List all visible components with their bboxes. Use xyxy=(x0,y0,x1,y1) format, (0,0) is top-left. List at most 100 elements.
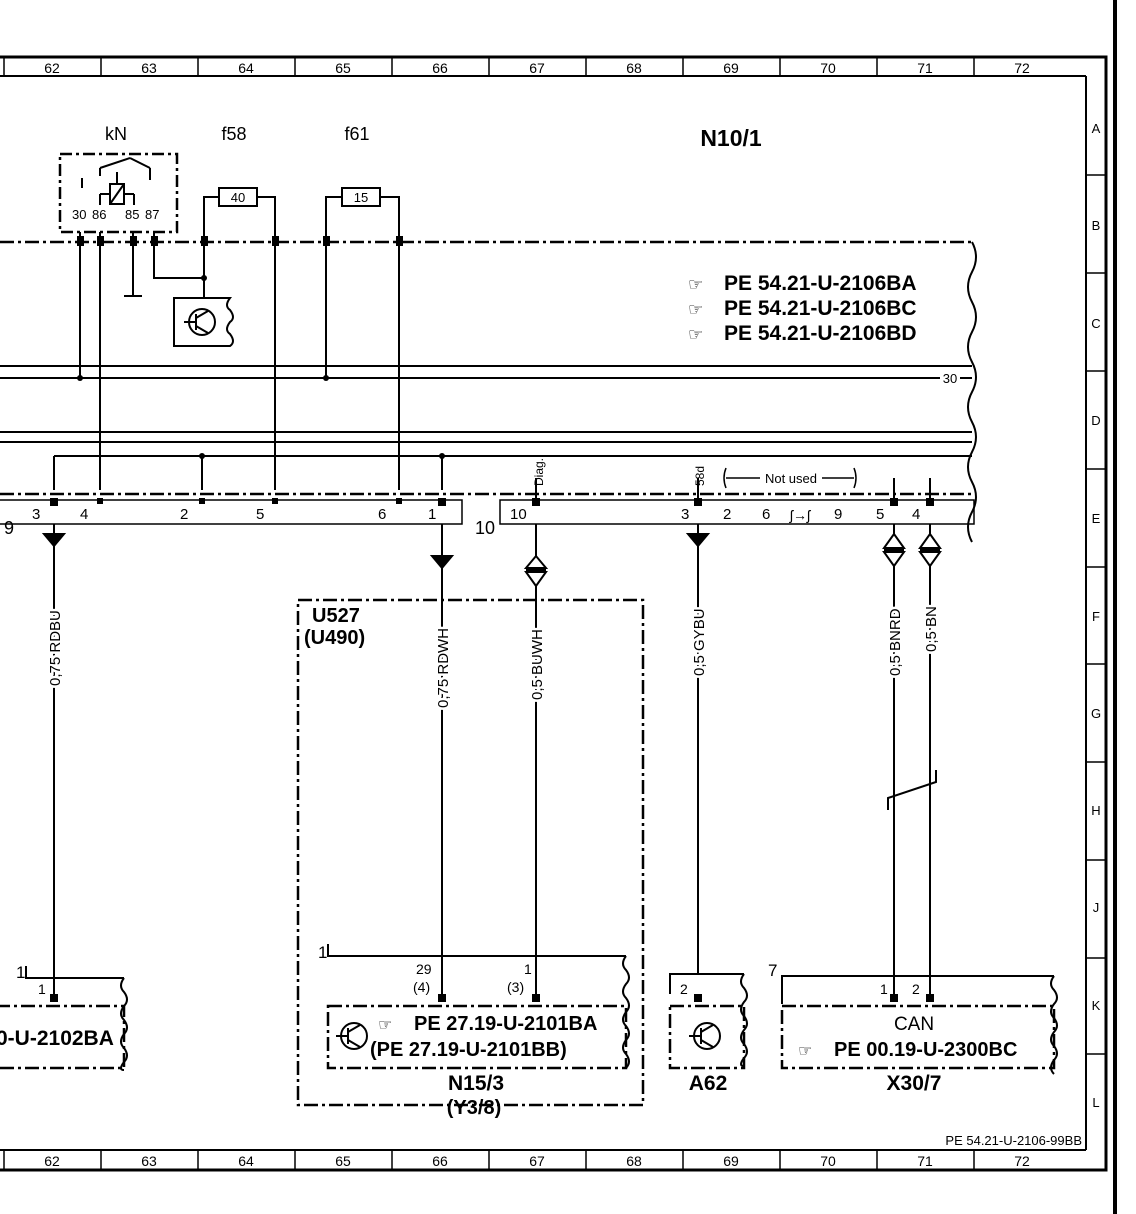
pin-label: 1 xyxy=(38,981,46,997)
pin-label: 1 xyxy=(524,961,532,977)
col-label: 63 xyxy=(141,1153,157,1169)
row-label: D xyxy=(1091,413,1100,428)
col-label: 72 xyxy=(1014,1153,1030,1169)
col-label: 67 xyxy=(529,60,545,76)
pointing-hand-icon: ☞ xyxy=(688,325,703,345)
pin-label: 1 xyxy=(428,506,436,523)
col-label: 66 xyxy=(432,1153,448,1169)
pin-label: 10 xyxy=(510,506,527,523)
row-label: A xyxy=(1092,121,1101,136)
reference-link[interactable]: PE 54.21-U-2106BA xyxy=(724,272,917,295)
col-label: 67 xyxy=(529,1153,545,1169)
n15-3: 1 29 (4) 1 (3) ☞ PE 27.19-U-2101BA (PE 2… xyxy=(318,943,630,1119)
wire-label: 0,5 BNRD xyxy=(887,608,904,676)
not-used-bracket xyxy=(723,467,857,489)
col-label: 68 xyxy=(626,60,642,76)
row-label: F xyxy=(1092,609,1100,624)
n15-label: N15/3 xyxy=(448,1072,504,1095)
col-label: 72 xyxy=(1014,60,1030,76)
col-label: 65 xyxy=(335,1153,351,1169)
relay-pin: 86 xyxy=(92,207,106,222)
transistor-icon xyxy=(336,1022,368,1050)
pin-label: 2 xyxy=(180,506,188,523)
junction-dots xyxy=(77,275,445,459)
reference-link[interactable]: PE 00.19-U-2300BC xyxy=(834,1039,1017,1061)
module-boundary xyxy=(0,240,975,496)
internal-bus xyxy=(0,365,972,490)
pin-label: 5 xyxy=(256,506,264,523)
pin-label: 2 xyxy=(680,981,688,997)
can-label: CAN xyxy=(894,1014,934,1035)
pointing-hand-icon: ☞ xyxy=(798,1041,812,1060)
pointing-hand-icon: ☞ xyxy=(688,275,703,295)
row-label: E xyxy=(1092,511,1101,526)
column-ruler-bottom xyxy=(3,1150,975,1170)
module-break-edge xyxy=(967,241,977,543)
diag-label: Diag. xyxy=(532,458,546,486)
col-label: 66 xyxy=(432,60,448,76)
component-index: 7 xyxy=(768,961,777,980)
reference-link[interactable]: PE 54.21-U-2106BC xyxy=(724,297,917,320)
col-label: 65 xyxy=(335,60,351,76)
pointing-hand-icon: ☞ xyxy=(688,300,703,320)
connector-number: 9 xyxy=(4,518,14,538)
col-label: 70 xyxy=(820,1153,836,1169)
pin-label: 4 xyxy=(912,506,920,523)
wire-labels: 0,75 RDBU 0,75 RDWH 0,5 BUWH 0,5 GYBU 0,… xyxy=(45,604,943,711)
wire-label: 0,75 RDBU xyxy=(47,610,64,686)
col-label: 64 xyxy=(238,1153,254,1169)
reference-link[interactable]: 0-U-2102BA xyxy=(0,1027,114,1050)
fuse-label: f58 xyxy=(221,124,246,144)
reference-link[interactable]: PE 54.21-U-2106BD xyxy=(724,322,917,345)
pin-label: 3 xyxy=(681,506,689,523)
wire-label: 0,75 RDWH xyxy=(435,628,452,708)
pointing-hand-icon: ☞ xyxy=(378,1015,392,1034)
pin-label: 3 xyxy=(32,506,40,523)
pin-label: (3) xyxy=(507,979,524,995)
pin-label: 9 xyxy=(834,506,842,523)
col-label: 71 xyxy=(917,1153,933,1169)
pin-label: 5 xyxy=(876,506,884,523)
relay-pin: 87 xyxy=(145,207,159,222)
connector-10: 10 10 3 2 6 9 5 4 ʃ→ʃ Diag. 58d Not used xyxy=(475,458,975,538)
relay-pin: 85 xyxy=(125,207,139,222)
col-label: 71 xyxy=(917,60,933,76)
row-label: K xyxy=(1092,998,1101,1013)
row-label: L xyxy=(1092,1095,1099,1110)
footer-reference: PE 54.21-U-2106-99BB xyxy=(945,1133,1082,1148)
connector10-stubs xyxy=(535,478,931,500)
wire-label: 0,5 GYBU xyxy=(691,608,708,676)
relay-coil-icon xyxy=(81,157,151,205)
a62-label: A62 xyxy=(689,1072,728,1095)
col-label: 64 xyxy=(238,60,254,76)
fuse-f61: f61 15 xyxy=(325,124,400,240)
row-label: C xyxy=(1091,316,1100,331)
row-label: G xyxy=(1091,706,1101,721)
col-label: 69 xyxy=(723,1153,739,1169)
wire-label: 0,5 BUWH xyxy=(529,629,546,700)
reference-link[interactable]: PE 27.19-U-2101BA xyxy=(414,1013,597,1035)
component-index: 1 xyxy=(318,943,327,962)
connector-number: 10 xyxy=(475,518,495,538)
u527-box: U527 (U490) xyxy=(296,598,645,1107)
column-ruler-top xyxy=(3,57,975,76)
pin-label: 29 xyxy=(416,961,432,977)
terminal-58d-label: 58d xyxy=(693,466,707,486)
row-label: J xyxy=(1093,900,1100,915)
pin-label: 1 xyxy=(880,981,888,997)
pin-label: (4) xyxy=(413,979,430,995)
transistor-icon xyxy=(184,308,216,336)
connector-9: 9 3 4 2 5 6 1 xyxy=(0,498,463,538)
row-label: H xyxy=(1091,803,1100,818)
pin-label: 6 xyxy=(378,506,386,523)
wire-label: 0,5 BN xyxy=(923,606,940,652)
u527-label: U527 xyxy=(312,605,360,627)
relay-pin: 30 xyxy=(72,207,86,222)
terminal-30-label: 30 xyxy=(943,371,957,386)
pin-label: 6 xyxy=(762,506,770,523)
reference-list: ☞ PE 54.21-U-2106BA ☞ PE 54.21-U-2106BC … xyxy=(688,272,917,345)
direction-arrows xyxy=(41,532,942,588)
transistor-icon xyxy=(689,1022,721,1050)
reference-link[interactable]: (PE 27.19-U-2101BB) xyxy=(370,1039,567,1061)
